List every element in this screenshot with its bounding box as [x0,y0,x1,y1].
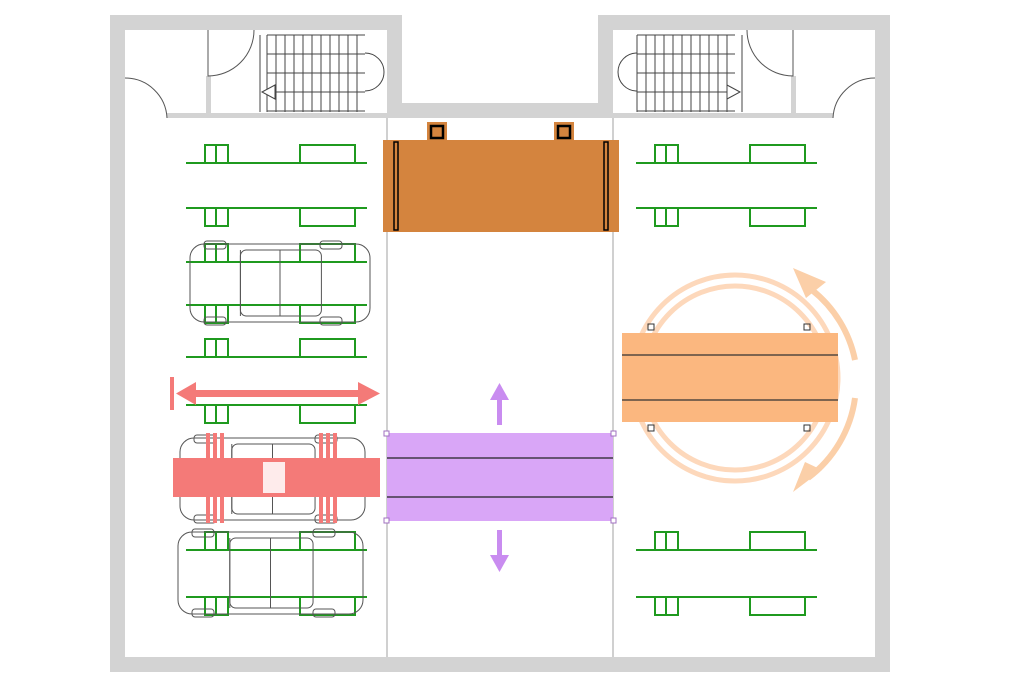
car-icon [177,528,364,618]
car-icon [189,240,371,326]
lift-platform [383,122,619,232]
up-arrow-icon [490,383,509,425]
parking-marker [636,144,817,164]
door-icon [124,29,876,119]
parking-marker [186,144,367,164]
parking-marker [186,304,367,324]
down-arrow-icon [490,530,509,572]
parking-marker [636,596,817,616]
parking-marker [186,404,367,424]
double-arrow-icon [176,382,380,405]
staircase-icon [259,34,385,112]
staircase-icon [617,34,743,112]
parking-marker [186,338,367,358]
robot-mover [170,377,380,523]
parking-marker [186,596,367,616]
parking-marker [636,207,817,227]
staircase-icon [259,34,743,112]
parking-marker [636,531,817,551]
turntable [622,268,858,492]
parking-marker [186,207,367,227]
shuttle-platform [383,383,617,572]
